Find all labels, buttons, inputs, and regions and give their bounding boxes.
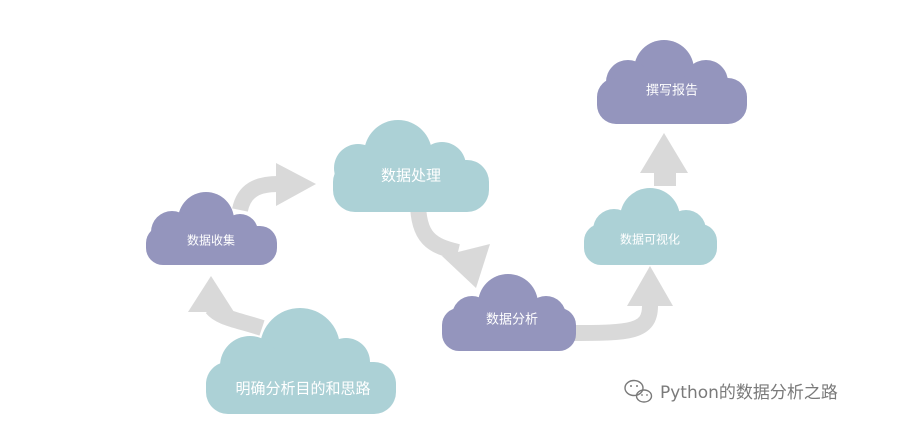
cloud-goal-label: 明确分析目的和思路 [235, 380, 370, 398]
arrow-analyze-to-visualize [573, 266, 673, 341]
arrow-collect-to-process [232, 163, 316, 213]
arrow-visualize-to-report [640, 133, 688, 186]
cloud-collect: 数据收集 [146, 192, 277, 265]
cloud-report-label: 撰写报告 [646, 84, 698, 99]
cloud-visualize: 数据可视化 [584, 188, 717, 265]
wechat-icon [624, 379, 653, 403]
cloud-visualize-label: 数据可视化 [620, 232, 680, 247]
cloud-report: 撰写报告 [597, 40, 747, 124]
watermark-text: Python的数据分析之路 [660, 383, 838, 403]
arrow-process-to-analyze [410, 201, 490, 288]
arrow-goal-to-collect [188, 276, 265, 336]
cloud-process-label: 数据处理 [381, 167, 441, 185]
cloud-process: 数据处理 [333, 120, 489, 212]
cloud-analyze: 数据分析 [442, 274, 576, 351]
cloud-goal: 明确分析目的和思路 [206, 308, 396, 414]
cloud-collect-label: 数据收集 [187, 233, 235, 248]
cloud-analyze-label: 数据分析 [486, 313, 538, 328]
watermark: Python的数据分析之路 [624, 379, 838, 403]
